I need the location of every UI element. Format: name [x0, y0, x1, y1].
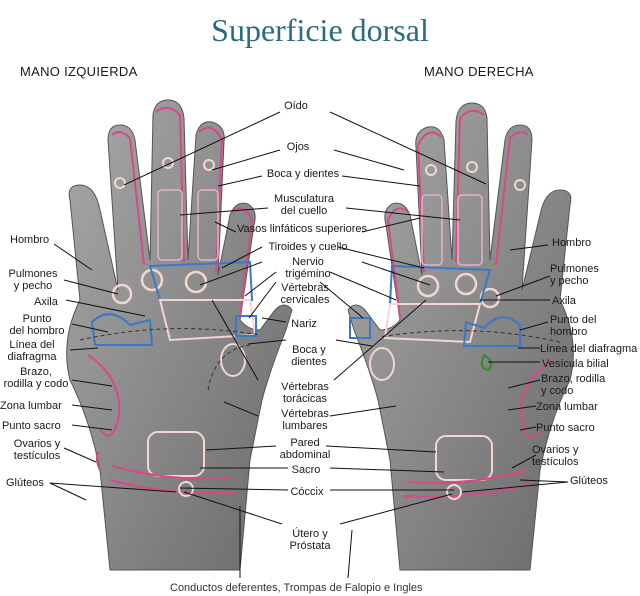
label-oido: Oído: [284, 100, 308, 112]
left-label-hombro: Hombro: [10, 234, 50, 246]
left-label-linea-diafragma: Línea del diafragma: [7, 339, 57, 363]
label-coccix: Cóccix: [290, 486, 324, 498]
diagram-title: Superficie dorsal: [211, 12, 429, 48]
label-boca-dientes-2: Boca y dientes: [291, 344, 327, 368]
right-label-punto-sacro: Punto sacro: [536, 422, 595, 434]
label-utero-prostata: Útero y Próstata: [289, 528, 331, 552]
right-hand-shape: [347, 102, 574, 571]
leader-lines: [49, 111, 569, 579]
left-label-punto-hombro: Punto del hombro: [9, 313, 65, 337]
label-sacro: Sacro: [291, 464, 321, 476]
left-label-pulmones: Pulmones y pecho: [8, 268, 58, 292]
right-label-pulmones: Pulmones y pecho: [550, 263, 599, 287]
label-vasos-linfaticos: Vasos linfáticos superiores: [236, 223, 368, 235]
left-zones: [79, 106, 261, 497]
left-label-axila: Axila: [34, 296, 58, 308]
left-label-brazo: Brazo, rodilla y codo: [3, 366, 69, 390]
left-label-zona-lumbar: Zona lumbar: [0, 400, 62, 412]
label-boca-dientes: Boca y dientes: [266, 168, 340, 180]
right-label-axila: Axila: [552, 295, 576, 307]
label-ojos: Ojos: [286, 141, 310, 153]
label-vertebras-cervicales: Vértebras cervicales: [280, 282, 330, 306]
left-hand-label: MANO IZQUIERDA: [20, 64, 138, 79]
label-nariz: Nariz: [291, 318, 317, 330]
left-label-ovarios: Ovarios y testículos: [13, 438, 61, 462]
label-vertebras-lumbares: Vértebras lumbares: [281, 408, 329, 432]
right-label-linea-diafragma: Línea del diafragma: [540, 343, 638, 355]
left-label-punto-sacro: Punto sacro: [2, 420, 61, 432]
footer-caption: Conductos deferentes, Trompas de Falopio…: [170, 582, 423, 594]
right-label-ovarios: Ovarios y testículos: [532, 444, 579, 468]
label-musculatura-cuello: Musculatura del cuello: [274, 193, 334, 217]
right-hand: [347, 102, 574, 571]
label-nervio-trigemino: Nervio trigémino: [285, 256, 331, 280]
right-label-vesicula: Vesícula bilial: [542, 358, 609, 370]
label-pared-abdominal: Pared abdominal: [279, 437, 331, 461]
right-label-hombro: Hombro: [552, 237, 592, 249]
right-label-brazo: Brazo, rodilla y codo: [541, 373, 606, 397]
label-vertebras-toracicas: Vértebras torácicas: [281, 381, 329, 405]
right-zones: [349, 109, 561, 500]
right-hand-label: MANO DERECHA: [424, 64, 534, 79]
right-label-gluteos: Glúteos: [570, 475, 608, 487]
label-tiroides-cuello: Tiroides y cuello: [268, 241, 348, 253]
right-label-punto-hombro: Punto del hombro: [550, 314, 597, 338]
right-label-zona-lumbar: Zona lumbar: [536, 401, 598, 413]
left-label-gluteos: Glúteos: [6, 477, 44, 489]
